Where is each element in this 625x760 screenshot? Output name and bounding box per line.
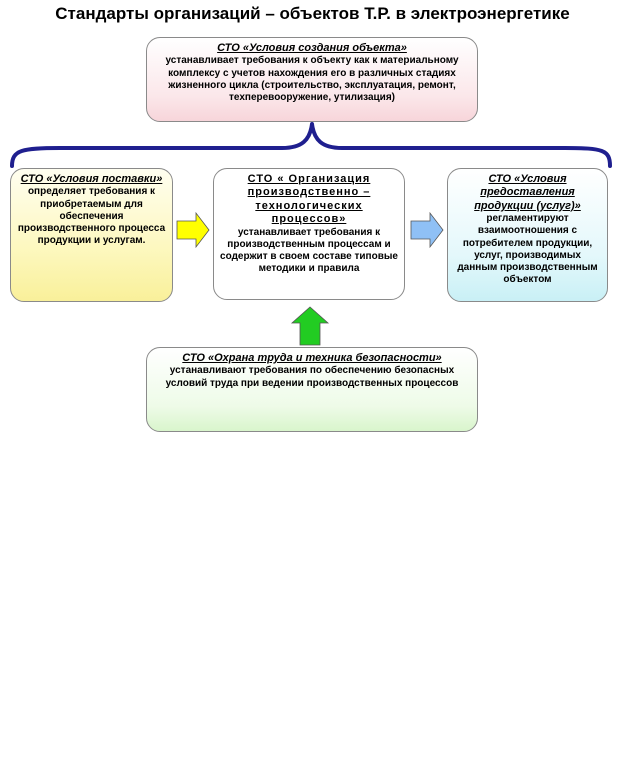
box-body: устанавливают требования по обеспечению … (165, 365, 459, 389)
curly-brace-connector (10, 122, 612, 168)
box-body: регламентируют взаимоотношения с потреби… (457, 213, 598, 286)
box-title: СТО « Организация производственно – техн… (247, 173, 371, 226)
box-production-processes: СТО « Организация производственно – техн… (213, 168, 405, 300)
box-object-creation-conditions: СТО «Условия создания объекта» устанавли… (146, 37, 478, 122)
arrow-right-yellow (176, 211, 210, 249)
box-supply-conditions: СТО «Условия поставки» определяет требов… (10, 168, 173, 302)
box-occupational-safety: СТО «Охрана труда и техника безопасности… (146, 347, 478, 432)
box-body: определяет требования к приобретаемым дл… (17, 186, 166, 247)
box-product-provision-conditions: СТО «Условия предоставления продукции (у… (447, 168, 608, 302)
box-title: СТО «Условия предоставления продукции (у… (474, 173, 581, 212)
arrow-right-blue (410, 211, 444, 249)
box-title: СТО «Охрана труда и техника безопасности… (182, 352, 442, 364)
box-body: устанавливает требования к производствен… (220, 226, 398, 275)
box-body: устанавливает требования к объекту как к… (165, 55, 459, 103)
arrow-up-green (290, 306, 330, 346)
page-title: Стандарты организаций – объектов Т.Р. в … (55, 4, 570, 23)
box-title: СТО «Условия поставки» (20, 173, 163, 185)
box-title: СТО «Условия создания объекта» (217, 42, 407, 54)
